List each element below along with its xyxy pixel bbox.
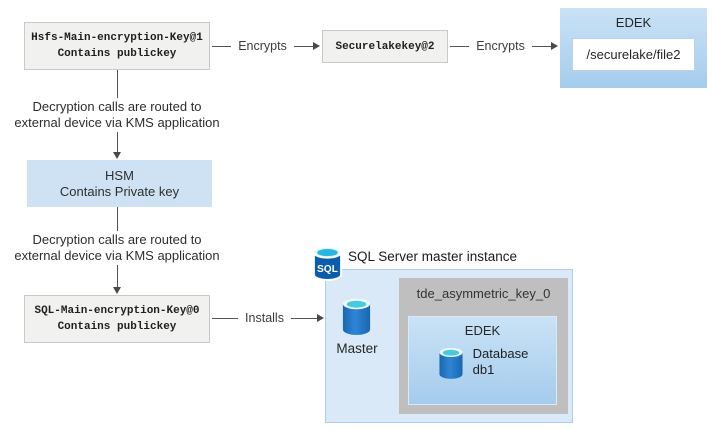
db1-caption-line2: db1 (472, 362, 495, 377)
hsm-note: Contains Private key (59, 183, 180, 199)
file-path-box: /securelake/file2 (572, 38, 695, 71)
connector-line (117, 70, 118, 98)
edek-file-box: EDEK /securelake/file2 (560, 8, 707, 88)
kms-note-1-line1: Decryption calls are routed to (32, 99, 202, 114)
kms-note-2: Decryption calls are routed to external … (10, 232, 224, 263)
kms-note-2-line2: external device via KMS application (14, 247, 220, 263)
file-path: /securelake/file2 (586, 47, 681, 62)
sql-instance-title: SQL Server master instance (348, 249, 518, 264)
arrow-line (450, 45, 470, 47)
hdfs-key-note: Contains publickey (57, 48, 177, 60)
hsm-title: HSM (105, 167, 134, 183)
edek-file-title: EDEK (615, 15, 652, 30)
arrow-down-icon (113, 152, 121, 159)
encrypts-label-1: Encrypts (238, 39, 287, 53)
arrow-line (212, 45, 232, 47)
master-label: Master (336, 341, 378, 356)
db1-caption-line1: Database (472, 346, 529, 361)
arrow-line (531, 45, 552, 47)
connector-line (117, 132, 118, 152)
edek-db-box: EDEK Database db1 (408, 316, 557, 405)
kms-note-2-line1: Decryption calls are routed to (32, 232, 202, 247)
tde-asymmetric-key-box: tde_asymmetric_key_0 EDEK Database db1 (399, 278, 568, 414)
arrow-line (290, 317, 317, 319)
sql-key-note: Contains publickey (57, 321, 177, 333)
encrypts-arrow-1: Encrypts (212, 38, 321, 54)
kms-note-1-line2: external device via KMS application (14, 114, 220, 130)
arrow-right-icon (551, 42, 559, 50)
sql-icon-text: SQL (317, 264, 338, 275)
encrypts-arrow-2: Encrypts (450, 38, 559, 54)
db1-caption: Database db1 (473, 346, 529, 378)
installs-label: Installs (245, 311, 284, 325)
arrow-right-icon (313, 42, 321, 50)
arrow-right-icon (317, 314, 324, 322)
encrypts-label-2: Encrypts (476, 39, 525, 53)
arrow-line (212, 317, 239, 319)
kms-note-1: Decryption calls are routed to external … (10, 99, 224, 130)
database-db1-row: Database db1 (409, 346, 556, 382)
sql-server-database-icon: SQL (311, 246, 344, 281)
arrow-line (293, 45, 314, 47)
sql-key-name: SQL-Main-encryption-Key@0 (34, 305, 200, 317)
securelake-key-name: Securelakekey@2 (335, 40, 435, 53)
hdfs-key-box: Hsfs-Main-encryption-Key@1 Contains publ… (24, 22, 210, 70)
sql-key-box: SQL-Main-encryption-Key@0 Contains publi… (24, 295, 210, 343)
installs-arrow: Installs (212, 310, 324, 326)
database-cylinder-icon (437, 346, 465, 382)
securelake-key-box: Securelakekey@2 (322, 30, 448, 63)
arrow-down-icon (113, 287, 121, 294)
tde-key-title: tde_asymmetric_key_0 (416, 286, 551, 301)
database-cylinder-icon (340, 297, 373, 340)
connector-line (117, 207, 118, 231)
hsm-box: HSM Contains Private key (27, 160, 212, 207)
hdfs-key-name: Hsfs-Main-encryption-Key@1 (31, 32, 203, 44)
connector-line (117, 265, 118, 287)
edek-db-title: EDEK (464, 323, 501, 338)
